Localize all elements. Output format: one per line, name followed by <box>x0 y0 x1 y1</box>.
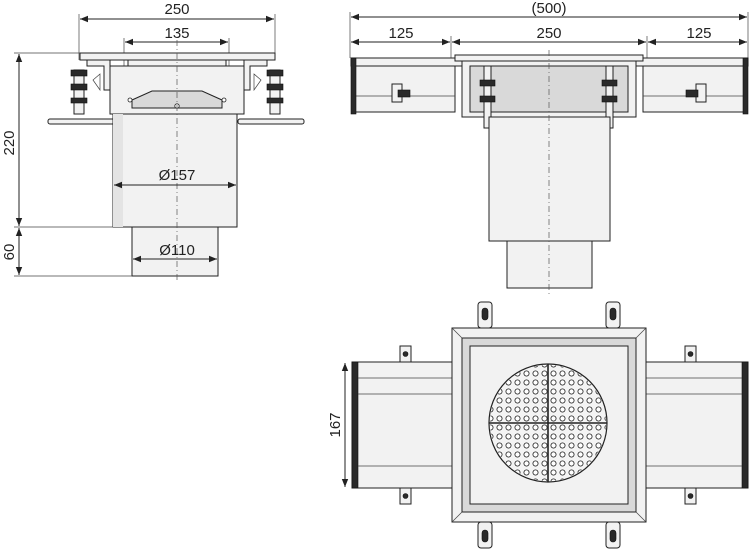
dim-channel-width: 167 <box>327 412 344 437</box>
dim-front-width-top: 250 <box>164 1 189 18</box>
dim-side-right: 125 <box>686 25 711 42</box>
dim-side-total: (500) <box>531 0 566 17</box>
dim-side-center: 250 <box>536 25 561 42</box>
dim-height-outlet: 60 <box>1 244 18 261</box>
dim-side-left: 125 <box>388 25 413 42</box>
front-view: 250 135 Ø15 <box>1 1 305 282</box>
dim-body-diameter: Ø157 <box>159 167 196 184</box>
side-view: (500) 125 250 125 <box>349 0 749 296</box>
top-view: 167 <box>327 301 749 549</box>
dim-front-width-inner: 135 <box>164 25 189 42</box>
dim-outlet-diameter: Ø110 <box>159 242 195 259</box>
dim-height-body: 220 <box>1 130 18 155</box>
